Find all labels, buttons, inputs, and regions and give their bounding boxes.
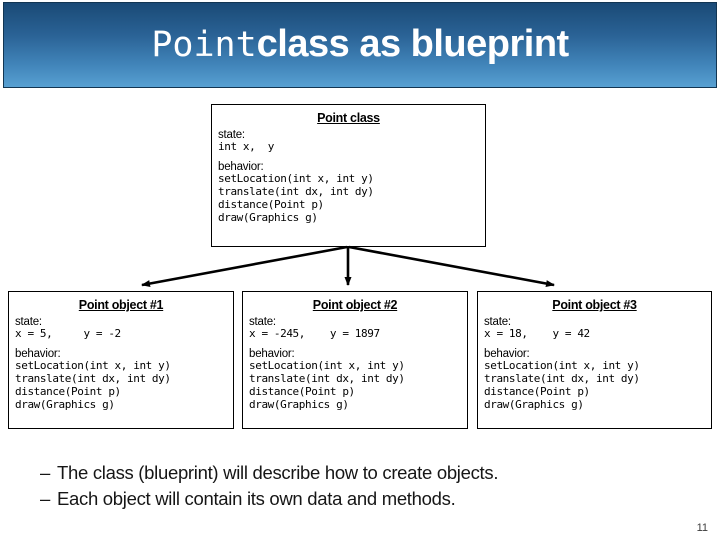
object-1-behavior-label: behavior: xyxy=(15,348,61,361)
object-2-behavior-line: setLocation(int x, int y) xyxy=(249,359,405,373)
object-box-1-title: Point object #1 xyxy=(78,298,164,312)
object-2-behavior-line: distance(Point p) xyxy=(249,385,355,399)
bullet-item: – Each object will contain its own data … xyxy=(40,486,680,512)
object-3-state-label: state: xyxy=(484,316,511,328)
arrow-to-object-1 xyxy=(141,245,348,287)
point-object-box-2: Point object #2 state: x = -245, y = 189… xyxy=(242,291,468,429)
class-state-line: int x, y xyxy=(218,140,275,154)
slide-title-banner: Pointclass as blueprint xyxy=(3,2,717,88)
object-3-behavior-line: translate(int dx, int dy) xyxy=(484,372,640,386)
point-object-box-1: Point object #1 state: x = 5, y = -2 beh… xyxy=(8,291,234,429)
class-state-label: state: xyxy=(218,129,245,141)
object-2-state-label: state: xyxy=(249,316,276,328)
object-2-behavior-line: translate(int dx, int dy) xyxy=(249,372,405,386)
object-3-state-line: x = 18, y = 42 xyxy=(484,327,590,341)
bullet-dash-icon: – xyxy=(40,487,50,509)
bullet-dash-icon: – xyxy=(40,462,50,483)
object-2-behavior-line: draw(Graphics g) xyxy=(249,398,349,411)
object-1-state-line: x = 5, y = -2 xyxy=(15,327,121,341)
object-box-2-title: Point object #2 xyxy=(312,298,398,312)
class-behavior-line: translate(int dx, int dy) xyxy=(218,185,374,199)
class-behavior-line: draw(Graphics g) xyxy=(218,211,318,224)
class-behavior-label: behavior: xyxy=(218,161,264,174)
object-box-1-spacer xyxy=(9,341,233,348)
object-1-behavior-line: setLocation(int x, int y) xyxy=(15,359,171,373)
class-behavior-line: setLocation(int x, int y) xyxy=(218,172,374,186)
bullet-text: Each object will contain its own data an… xyxy=(57,487,456,509)
class-box-title: Point class xyxy=(317,111,380,125)
summary-bullet-list: – The class (blueprint) will describe ho… xyxy=(40,460,680,511)
page-number: 11 xyxy=(696,522,708,534)
object-3-behavior-label: behavior: xyxy=(484,348,530,361)
object-1-state-label: state: xyxy=(15,316,42,328)
object-1-behavior-line: distance(Point p) xyxy=(15,385,121,399)
object-1-behavior-line: translate(int dx, int dy) xyxy=(15,372,171,386)
object-2-behavior-label: behavior: xyxy=(249,348,295,361)
arrow-to-object-3 xyxy=(348,245,555,287)
page-title: Pointclass as blueprint xyxy=(151,23,570,65)
bullet-item: – The class (blueprint) will describe ho… xyxy=(40,460,680,486)
object-3-behavior-line: setLocation(int x, int y) xyxy=(484,359,640,373)
object-1-behavior-line: draw(Graphics g) xyxy=(15,398,115,411)
class-box-spacer xyxy=(212,154,485,161)
bullet-text: The class (blueprint) will describe how … xyxy=(57,462,499,483)
object-2-state-line: x = -245, y = 1897 xyxy=(249,327,380,341)
object-3-behavior-line: distance(Point p) xyxy=(484,385,590,399)
object-3-behavior-line: draw(Graphics g) xyxy=(484,398,584,411)
object-box-2-spacer xyxy=(243,341,467,348)
object-box-3-spacer xyxy=(478,341,711,348)
point-object-box-3: Point object #3 state: x = 18, y = 42 be… xyxy=(477,291,712,429)
class-behavior-line: distance(Point p) xyxy=(218,198,324,212)
object-box-3-title: Point object #3 xyxy=(552,298,637,312)
page-title-mono-part: Point xyxy=(151,25,257,65)
page-title-bold-part: class as blueprint xyxy=(256,23,570,65)
point-class-box: Point class state: int x, y behavior: se… xyxy=(211,104,486,247)
